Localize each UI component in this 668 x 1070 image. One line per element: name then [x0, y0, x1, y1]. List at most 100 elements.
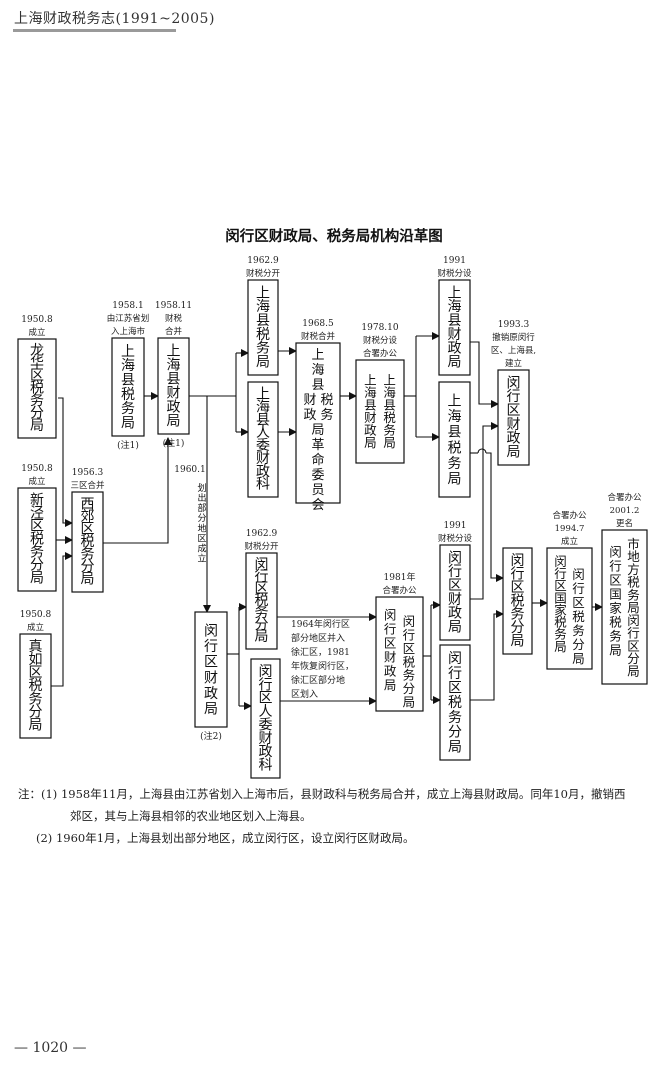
node-label-mh_joint_1994-line-1: 合署办公	[552, 510, 587, 521]
annotation-1964-line-2: 部分地区并入	[291, 632, 345, 644]
node-label-mh_tax_1962-line-2: 财税分开	[244, 541, 279, 552]
node-text: 闵行区税务分局	[448, 651, 462, 755]
org-node-shx_tax_1962: 上海县税务局	[247, 279, 279, 376]
split-date-label: 1960.1	[174, 465, 206, 475]
footnotes: 注：(1) 1958年11月，上海县由江苏省划入上海市后，县财政科与税务局合并，…	[18, 783, 658, 849]
node-text-char: 委	[311, 468, 324, 483]
node-text-col-left: 上海县财政局	[364, 372, 377, 450]
node-box	[546, 547, 593, 670]
node-label-xinjing-line-1: 1950.8	[21, 464, 53, 474]
node-label-shx_fin_1991-line-2: 财税分设	[437, 268, 472, 279]
node-text-char: 财	[303, 393, 316, 408]
node-text: 上海县财政局	[448, 285, 462, 370]
org-node-shx_tax_1958: 上海县税务局	[111, 337, 145, 437]
org-node-mh_tax_1962: 闵行区税务分局	[245, 552, 278, 650]
org-node-mh_fin_1993: 闵行区财政局	[497, 369, 530, 466]
node-box	[247, 279, 279, 376]
footnote-1-line-1: 注：(1) 1958年11月，上海县由江苏省划入上海市后，县财政科与税务局合并，…	[18, 783, 658, 805]
node-label-shx_tax_1958-line-3: 入上海市	[111, 326, 146, 337]
annotation-1964-line-4: 年恢复闵行区，	[291, 660, 354, 672]
org-node-shx_cw_1962: 上海县人委财政科	[247, 381, 279, 498]
node-label-shx_fin_1958-line-2: 财税	[165, 313, 183, 324]
node-label-longhua-line-2: 成立	[28, 327, 46, 338]
node-box	[355, 359, 405, 464]
org-node-xijiao: 西郊区税务分局	[71, 491, 104, 593]
node-box	[438, 381, 471, 498]
annotation-1964-line-3: 徐汇区，1981	[291, 646, 350, 658]
node-text: 闵行区财政局	[507, 375, 521, 460]
node-text-col-right: 上海县税务局	[383, 372, 396, 450]
node-label-mh_fin_1991-line-2: 财税分设	[438, 533, 473, 544]
connector-22	[470, 422, 499, 600]
node-label-xijiao-line-1: 1956.3	[72, 468, 104, 478]
node-box	[71, 491, 104, 593]
node-label-mh_fin_1993-line-4: 建立	[505, 358, 523, 369]
node-text: 上海县税务局	[256, 285, 270, 370]
node-label-shx_tax_1958-line-1: 1958.1	[112, 301, 144, 311]
node-text: 闵行区财政局	[448, 550, 462, 635]
connector-20	[477, 448, 487, 454]
org-node-mh_fin_1991: 闵行区财政局	[439, 544, 471, 641]
node-box	[601, 529, 648, 685]
footnote-1-number: (1)	[41, 787, 58, 801]
connector-1	[58, 397, 73, 527]
footnote-2-text: 1960年1月，上海县划出部分地区，成立闵行区，设立闵行区财政局。	[55, 831, 415, 845]
node-box	[194, 611, 228, 728]
org-node-shx_fin_1958: 上海县财政局	[157, 337, 190, 435]
node-label-longhua-line-1: 1950.8	[21, 315, 53, 325]
node-text-char: 会	[311, 498, 324, 513]
footnote-1-text: 1958年11月，上海县由江苏省划入上海市后，县财政科与税务局合并，成立上海县财…	[60, 787, 626, 801]
node-box	[17, 338, 57, 439]
node-box	[247, 381, 279, 498]
node-label-shx_rev_1968-line-1: 1968.5	[302, 319, 334, 329]
connector-lines	[51, 332, 603, 710]
node-text: 闵行区税务分局	[511, 553, 525, 650]
footnote-2-number: (2)	[36, 831, 53, 845]
node-label-shx_tax_1962-line-1: 1962.9	[247, 256, 279, 266]
org-node-shx_fin_1991: 上海县财政局	[438, 279, 471, 376]
node-text: 上海县人委财政科	[256, 387, 270, 493]
node-box	[375, 596, 424, 712]
header-rule	[13, 29, 176, 32]
node-label-shx_tax_1958-line-2: 由江苏省划	[107, 313, 150, 324]
footnote-2: (2) 1960年1月，上海县划出部分地区，成立闵行区，设立闵行区财政局。	[18, 827, 658, 849]
node-label-mh_tax_1962-line-1: 1962.9	[246, 529, 278, 539]
node-label-mh_fin_1993-line-3: 区、上海县,	[491, 345, 536, 356]
node-box	[19, 633, 52, 739]
diagram-title: 闵行区财政局、税务局机构沿革图	[225, 227, 443, 245]
node-label-mh_fin_1993-line-1: 1993.3	[498, 320, 530, 330]
connector-21	[486, 452, 504, 582]
node-label-zhenru-line-2: 成立	[27, 622, 45, 633]
node-text: 上海县财政局	[167, 344, 181, 430]
connector-18	[470, 341, 499, 408]
org-nodes: 龙华区税务分局新泾区税务分局真如区税务分局西郊区税务分局上海县税务局上海县财政局…	[17, 279, 648, 779]
node-note: (注1)	[163, 437, 185, 449]
node-text: 真如区税务分局	[29, 639, 43, 734]
annotation-1964-line-1: 1964年闵行区	[291, 618, 350, 630]
org-history-diagram: 闵行区财政局、税务局机构沿革图 龙华区税务分局新泾区税务分局真如区税务分局西郊区…	[17, 227, 648, 779]
node-label-mh_fin_1993-line-2: 撤销原闵行	[492, 332, 535, 343]
org-node-shx_tax_1991: 上海县税务局	[438, 381, 471, 498]
node-label-mh_joint_2001-line-3: 更名	[616, 518, 633, 529]
org-node-mh_tax_1993: 闵行区税务分局	[502, 547, 533, 655]
node-text: 上海县税务局	[448, 393, 462, 487]
node-text: 闵行区人委财政科	[259, 664, 273, 774]
node-text: 龙华区税务分局	[30, 343, 44, 434]
node-text: 西郊区税务分局	[81, 496, 95, 587]
node-note: (注2)	[200, 730, 222, 742]
node-label-xijiao-line-2: 三区合并	[70, 480, 105, 491]
node-text-char: 局	[311, 423, 324, 438]
footnote-1-line-2: 郊区，其与上海县相邻的农业地区划入上海县。	[70, 809, 312, 823]
node-text-char: 税	[320, 393, 333, 408]
node-text-col-left: 闵行区国家税务局	[609, 545, 622, 658]
node-label-shx_fin_1958-line-3: 合并	[165, 326, 183, 337]
node-text-char: 革	[311, 438, 324, 453]
node-text: 上海县税务局	[121, 344, 135, 432]
running-header: 上海财政税务志(1991~2005)	[14, 11, 215, 27]
node-text-col-right: 市地方税务局闵行区分局	[627, 536, 640, 678]
node-label-shx_joint_1978-line-2: 财税分设	[363, 335, 398, 346]
node-label-mh_joint_1981-line-2: 合署办公	[382, 585, 417, 596]
node-note: (注1)	[117, 439, 139, 451]
